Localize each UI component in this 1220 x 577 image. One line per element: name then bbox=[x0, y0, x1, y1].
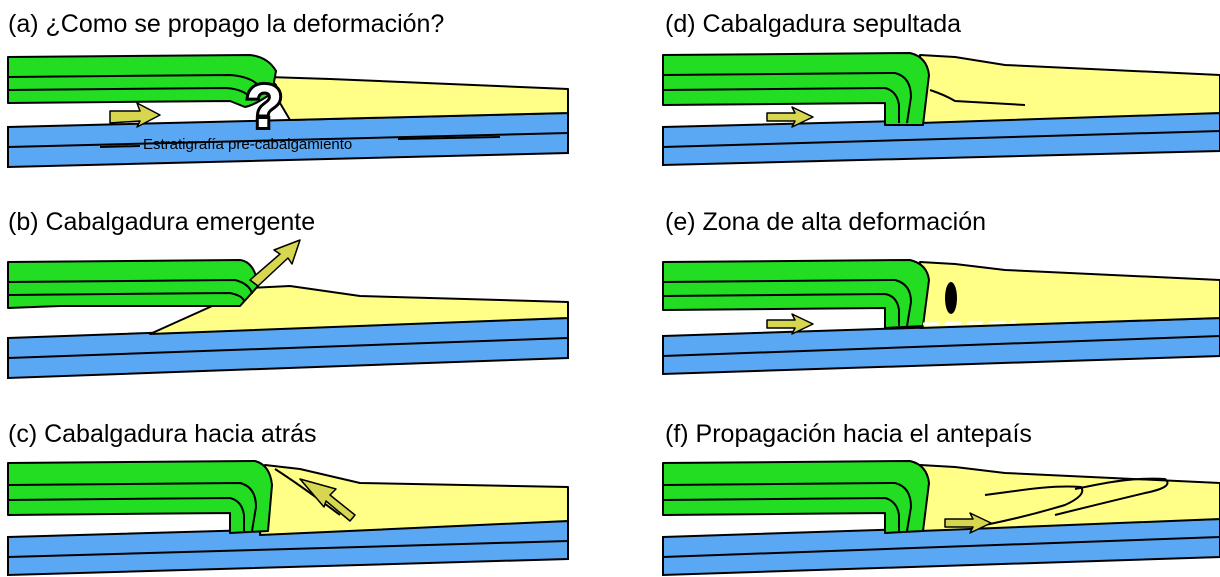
foreland-fault-2 bbox=[1054, 477, 1169, 516]
question-mark: ? bbox=[246, 73, 283, 140]
panel-e-title: (e) Zona de alta deformación bbox=[665, 208, 987, 236]
foreland-wedge bbox=[259, 464, 569, 536]
thrust-sheet bbox=[662, 259, 930, 329]
panel-d-diagram bbox=[662, 52, 1220, 167]
panel-a-title: (a) ¿Como se propago la deformación? bbox=[8, 10, 445, 38]
panel-b-diagram bbox=[7, 239, 569, 380]
backthrust-arrow bbox=[299, 478, 356, 522]
dashed-detachment bbox=[922, 320, 1016, 326]
foreland-wedge bbox=[919, 261, 1220, 329]
basement-layers bbox=[662, 316, 1220, 376]
backthrust-fault bbox=[274, 468, 341, 516]
panel-e-diagram bbox=[662, 259, 1220, 376]
panel-c-title: (c) Cabalgadura hacia atrás bbox=[8, 420, 317, 448]
thrust-sheet bbox=[7, 54, 277, 108]
foreland-fault-1 bbox=[984, 485, 1084, 526]
thrust-arrow bbox=[944, 512, 992, 534]
panel-d-title: (d) Cabalgadura sepultada bbox=[665, 10, 962, 38]
thrust-sheet bbox=[7, 259, 259, 309]
panel-f-title: (f) Propagación hacia el antepaís bbox=[665, 420, 1032, 448]
panel-a-diagram: ? Estratigrafía pre-cabalgamiento bbox=[7, 54, 569, 169]
thrust-arrow bbox=[109, 102, 161, 128]
foreland-wedge bbox=[267, 76, 569, 121]
emergent-arrow bbox=[249, 239, 301, 287]
deformation-zone-marker bbox=[945, 282, 957, 314]
thrust-sheet bbox=[7, 460, 273, 534]
panel-c-diagram bbox=[7, 460, 569, 577]
panel-f-diagram bbox=[662, 460, 1220, 577]
buried-fault bbox=[929, 89, 1026, 106]
panel-b-title: (b) Cabalgadura emergente bbox=[8, 208, 316, 236]
thrust-arrow bbox=[766, 313, 814, 335]
thrust-sheet bbox=[662, 460, 930, 534]
thrust-arrow bbox=[766, 106, 814, 128]
label-line-left bbox=[99, 145, 141, 148]
label-line-right bbox=[397, 136, 501, 140]
foreland-wedge bbox=[919, 54, 1220, 124]
thrust-sheet bbox=[662, 52, 930, 126]
layer-label: Estratigrafía pre-cabalgamiento bbox=[143, 136, 352, 153]
